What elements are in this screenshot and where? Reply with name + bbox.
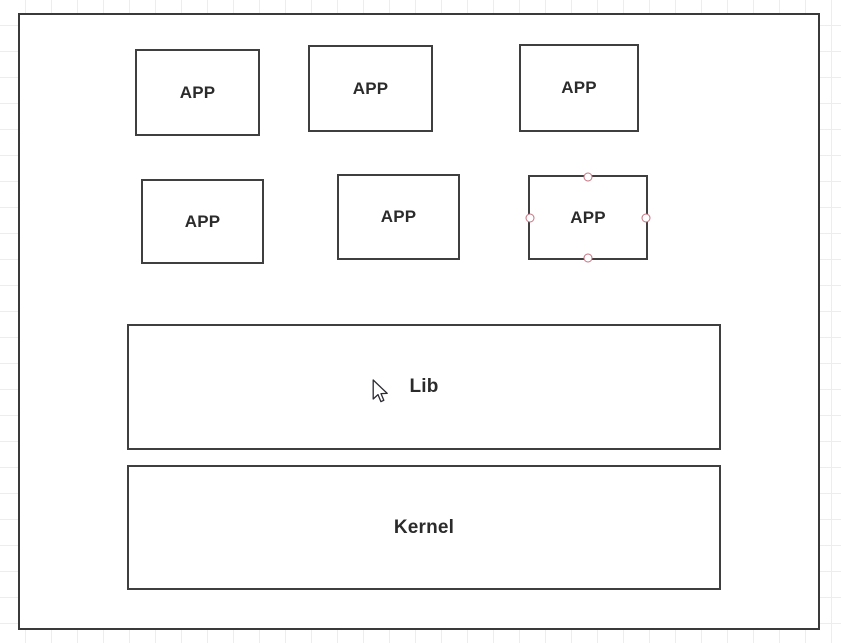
lib-layer-node[interactable]: Lib	[127, 324, 721, 450]
kernel-layer-label: Kernel	[393, 516, 455, 538]
connection-handle-right-icon[interactable]	[641, 213, 651, 222]
connection-handle-top-icon[interactable]	[583, 172, 593, 182]
app-node-4-label: APP	[184, 211, 221, 231]
app-node-1[interactable]: APP	[135, 49, 260, 136]
app-node-4[interactable]: APP	[141, 179, 264, 264]
app-node-2-label: APP	[352, 78, 389, 98]
app-node-2[interactable]: APP	[308, 45, 433, 132]
app-node-3-label: APP	[561, 78, 597, 97]
system-boundary-container[interactable]: APP APP APP APP APP APP Lib Kernel	[18, 13, 820, 630]
connection-handle-bottom-icon[interactable]	[583, 253, 593, 263]
connection-handle-left-icon[interactable]	[525, 213, 535, 222]
app-node-3[interactable]: APP	[519, 44, 639, 132]
app-node-5[interactable]: APP	[337, 174, 460, 260]
app-node-6-selected[interactable]: APP	[525, 172, 651, 263]
kernel-layer-node[interactable]: Kernel	[127, 465, 721, 590]
lib-layer-label: Lib	[409, 376, 439, 397]
app-node-6-label: APP	[570, 207, 606, 227]
app-node-1-label: APP	[179, 82, 216, 102]
app-node-5-label: APP	[380, 207, 417, 226]
